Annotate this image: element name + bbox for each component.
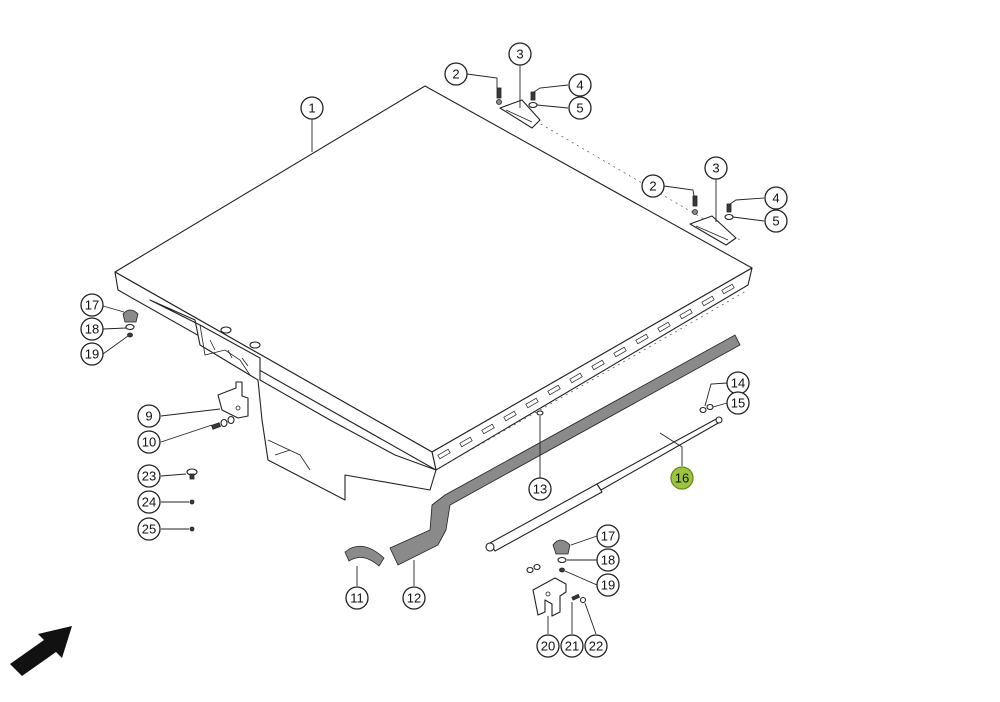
svg-text:20: 20 (541, 639, 555, 654)
svg-text:15: 15 (731, 396, 745, 411)
svg-text:10: 10 (142, 435, 156, 450)
callout-19-right: 19 (596, 573, 620, 597)
fastener-23 (186, 468, 198, 480)
svg-text:24: 24 (142, 495, 156, 510)
svg-text:14: 14 (731, 376, 745, 391)
svg-text:12: 12 (407, 591, 421, 606)
callout-17-right: 17 (596, 524, 620, 548)
cover-panel (114, 85, 753, 501)
callout-25: 25 (137, 517, 161, 541)
svg-text:3: 3 (516, 47, 523, 62)
callout-5-front: 5 (764, 209, 788, 233)
callout-4-rear: 4 (568, 73, 592, 97)
svg-text:21: 21 (565, 639, 579, 654)
fastener-24 (189, 499, 195, 505)
svg-text:25: 25 (142, 522, 156, 537)
svg-text:18: 18 (85, 322, 99, 337)
callout-18-right: 18 (596, 548, 620, 572)
callout-1: 1 (300, 96, 324, 120)
direction-arrow-icon (10, 626, 72, 676)
svg-text:19: 19 (85, 347, 99, 362)
callout-3-rear: 3 (508, 42, 532, 66)
callout-22: 22 (584, 634, 608, 658)
fastener-25 (189, 526, 195, 532)
svg-text:19: 19 (601, 578, 615, 593)
callout-2-front: 2 (641, 174, 665, 198)
callout-5-rear: 5 (568, 96, 592, 120)
callout-17-left: 17 (80, 293, 104, 317)
callout-9: 9 (137, 404, 161, 428)
callout-24: 24 (137, 490, 161, 514)
seal-strip (389, 334, 741, 566)
svg-text:22: 22 (589, 639, 603, 654)
svg-text:17: 17 (601, 529, 615, 544)
svg-text:17: 17 (85, 298, 99, 313)
rubber-stop-left (122, 309, 139, 338)
callout-23: 23 (137, 464, 161, 488)
pin-13 (536, 410, 544, 416)
svg-text:5: 5 (772, 214, 779, 229)
svg-text:4: 4 (576, 78, 583, 93)
svg-text:11: 11 (350, 591, 364, 606)
callout-14: 14 (726, 371, 750, 395)
svg-text:1: 1 (308, 101, 315, 116)
callout-21: 21 (560, 634, 584, 658)
svg-text:3: 3 (712, 161, 719, 176)
gas-strut (485, 416, 723, 552)
curved-seal (344, 545, 385, 567)
bracket-left (217, 381, 249, 419)
callout-19-left: 19 (80, 342, 104, 366)
svg-text:18: 18 (601, 553, 615, 568)
callout-13: 13 (528, 477, 552, 501)
hinge-rear (496, 87, 541, 129)
callout-3-front: 3 (704, 156, 728, 180)
rubber-stop-right (552, 539, 571, 573)
hinge-front (689, 195, 737, 246)
svg-text:5: 5 (576, 101, 583, 116)
callout-4-front: 4 (764, 186, 788, 210)
callout-2-rear: 2 (444, 62, 468, 86)
callout-16-highlighted: 16 (670, 466, 694, 490)
callout-18-left: 18 (80, 317, 104, 341)
bolt-left (211, 415, 235, 430)
callout-11: 11 (345, 586, 369, 610)
svg-text:9: 9 (145, 409, 152, 424)
svg-text:13: 13 (533, 482, 547, 497)
leader-lines (102, 64, 765, 635)
strut-fasteners-bottom (526, 563, 541, 574)
svg-text:2: 2 (452, 67, 459, 82)
callouts: 1 2 3 4 5 2 3 4 5 17 18 19 9 10 23 24 25… (80, 42, 788, 658)
strut-fasteners-top (699, 403, 714, 414)
callout-20: 20 (536, 634, 560, 658)
callout-15: 15 (726, 391, 750, 415)
svg-text:23: 23 (142, 469, 156, 484)
svg-text:2: 2 (649, 179, 656, 194)
lower-bracket (532, 577, 587, 617)
svg-text:4: 4 (772, 191, 779, 206)
callout-12: 12 (402, 586, 426, 610)
callout-10: 10 (137, 430, 161, 454)
svg-text:16: 16 (675, 471, 689, 486)
